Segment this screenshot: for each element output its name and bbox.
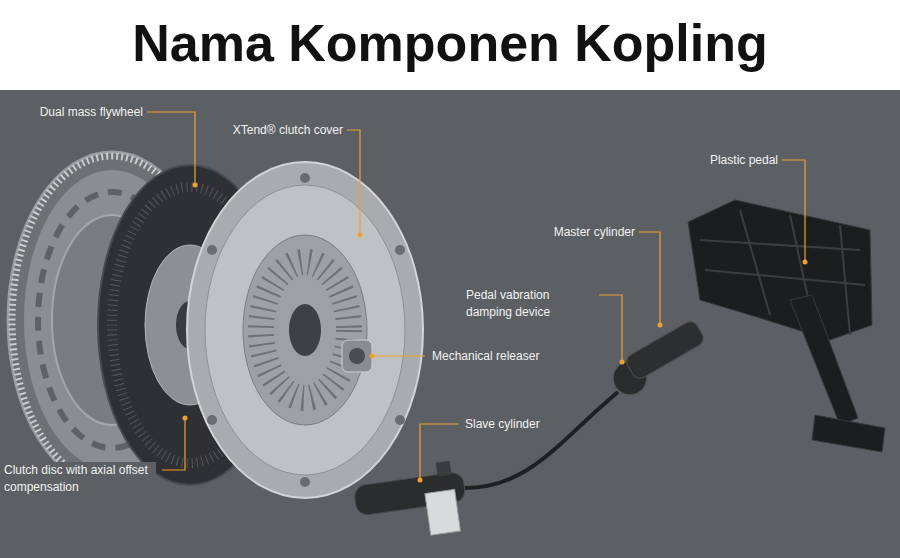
- leader-dot: [803, 260, 808, 265]
- part-label: XTend® clutch cover: [231, 122, 345, 139]
- pedal-assembly: [688, 200, 885, 452]
- leader-line: [347, 130, 360, 235]
- leader-line: [372, 355, 425, 356]
- pedal-pad: [812, 415, 885, 452]
- part-label: Slave cylinder: [463, 416, 542, 433]
- pedal-arm: [790, 295, 858, 425]
- releaser-bearing: [349, 348, 365, 364]
- cover-body: [205, 185, 405, 475]
- leader-dot: [620, 360, 625, 365]
- leader-dot: [183, 416, 188, 421]
- slave-fitting: [436, 461, 452, 477]
- leader-dot: [418, 478, 423, 483]
- leader-line: [147, 112, 195, 185]
- spring-fingers: [261, 262, 349, 398]
- leader-line: [782, 160, 805, 262]
- leader-dot: [358, 233, 363, 238]
- master-cylinder: [624, 319, 706, 382]
- mount-hole: [207, 415, 217, 425]
- diaphragm-spring: [243, 235, 367, 425]
- mount-hole: [395, 245, 405, 255]
- releaser-body: [342, 340, 372, 372]
- part-label: Pedal vabration damping device: [464, 287, 593, 321]
- part-label: Plastic pedal: [708, 152, 780, 169]
- hydraulic-line: [465, 392, 618, 488]
- leader-dot: [658, 323, 663, 328]
- mount-hole: [395, 415, 405, 425]
- mount-hole: [300, 173, 310, 183]
- leader-dot: [370, 354, 375, 359]
- leader-line: [420, 424, 459, 480]
- slave-bracket: [425, 489, 461, 535]
- mount-hole: [300, 477, 310, 487]
- leader-dots: [183, 183, 808, 483]
- diagram-title: Nama Komponen Kopling: [0, 12, 900, 74]
- slave-cylinder: [352, 459, 471, 545]
- leader-dot: [193, 183, 198, 188]
- pedal-bracket: [688, 200, 872, 340]
- leader-line: [599, 295, 622, 362]
- cover-flange: [187, 162, 423, 498]
- part-label: Clutch disc with axial offset compensati…: [2, 462, 156, 496]
- part-label: Mechanical releaser: [430, 348, 541, 365]
- title-band: [0, 0, 900, 90]
- mechanical-releaser: [342, 340, 372, 372]
- bracket-ribs: [700, 210, 865, 335]
- cover-center: [289, 304, 321, 356]
- leader-line: [162, 418, 185, 470]
- leader-line: [639, 232, 660, 325]
- part-label: Master cylinder: [552, 224, 637, 241]
- master-body: [624, 319, 706, 382]
- part-label: Dual mass flywheel: [38, 104, 145, 121]
- background: [0, 90, 900, 558]
- clutch-cover: [187, 162, 423, 498]
- mount-hole: [207, 245, 217, 255]
- leader-lines: [147, 112, 805, 480]
